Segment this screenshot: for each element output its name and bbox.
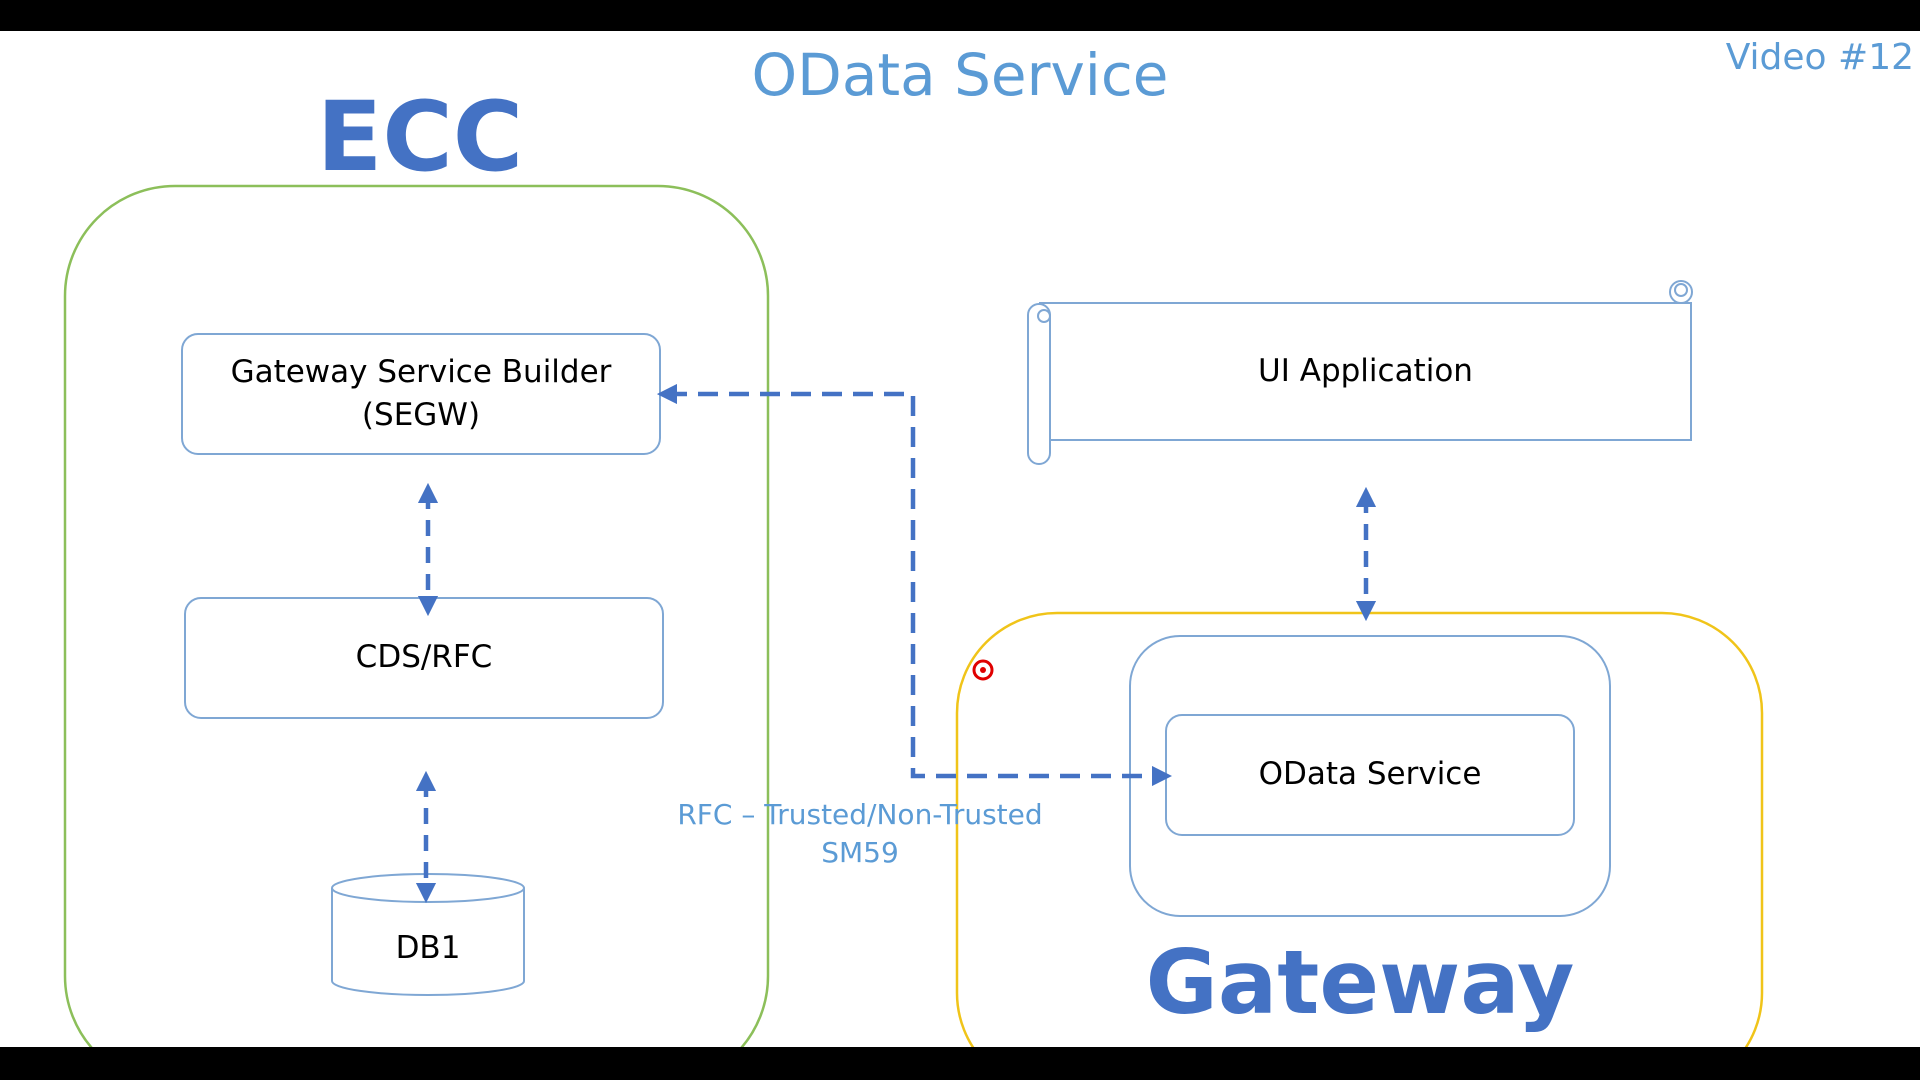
ui-application-label: UI Application — [1258, 352, 1473, 389]
video-tag: Video #12 — [1725, 37, 1914, 78]
db-cylinder — [331, 873, 525, 996]
architecture-diagram — [63, 184, 1764, 1047]
odata-service-label: OData Service — [1258, 756, 1482, 793]
rfc-label-line2: SM59 — [821, 835, 899, 869]
gateway-service-builder-label: Gateway Service Builder (SEGW) — [230, 353, 612, 433]
cursor-indicator — [972, 659, 994, 681]
rfc-connection-label: RFC – Trusted/Non-Trusted SM59 — [660, 796, 1060, 872]
gateway-heading: Gateway — [1145, 931, 1575, 1034]
slide-canvas: OData Service Video #12 ECC — [0, 31, 1920, 1047]
rfc-connection-arrow — [656, 383, 1173, 787]
rfc-label-line1: RFC – Trusted/Non-Trusted — [677, 798, 1043, 831]
db-label: DB1 — [395, 930, 461, 967]
cds-rfc-label: CDS/RFC — [355, 639, 493, 676]
slide-title: OData Service — [751, 41, 1169, 109]
ecc-heading: ECC — [316, 81, 524, 193]
